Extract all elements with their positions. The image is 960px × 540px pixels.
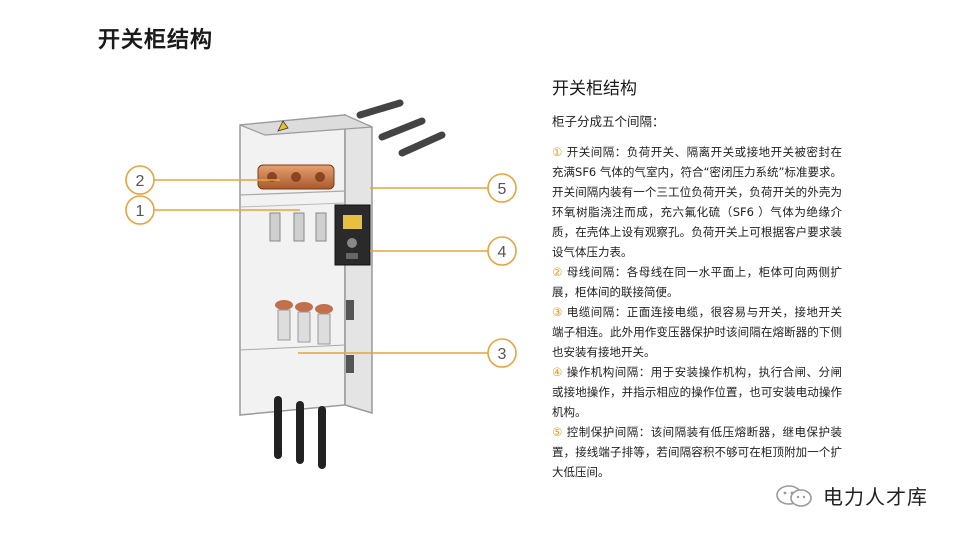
callout-4: 4 [487,236,517,266]
callout-2: 2 [125,165,155,195]
operating-panel [334,204,371,266]
item-text: 操作机构间隔：用于安装操作机构，执行合闸、分闸或接地操作，并指示相应的操作位置，… [552,365,842,419]
callout-1: 1 [125,195,155,225]
callout-5: 5 [487,173,517,203]
item-text: 开关间隔：负荷开关、隔离开关或接地开关被密封在充满SF6 气体的气室内，符合“密… [552,145,842,259]
page-title: 开关柜结构 [98,28,214,53]
item-text: 母线间隔：各母线在同一水平面上，柜体可向两侧扩展，柜体间的联接简便。 [552,265,842,299]
switch-fuses [269,212,333,345]
item-text: 控制保护间隔：该间隔装有低压熔断器，继电保护装置，接线端子排等，若间隔容积不够可… [552,425,842,479]
item-number: ① [552,145,563,159]
callout-number: 3 [498,346,507,363]
watermark-text: 电力人才库 [823,485,928,509]
item-number: ② [552,265,563,279]
top-cable-icons [356,99,446,157]
callout-number: 2 [136,173,145,190]
callout-number: 4 [498,244,507,261]
bottom-cable-icons [274,396,326,469]
item-number: ④ [552,365,563,379]
busbar-compartment [257,164,335,190]
item-number: ③ [552,305,563,319]
callout-number: 1 [136,203,145,220]
item-number: ⑤ [552,425,563,439]
panel-title: 开关柜结构 [552,79,637,99]
watermark: 电力人才库 [775,481,928,510]
item-text: 电缆间隔：正面连接电缆，很容易与开关，接地开关端子相连。此外用作变压器保护时该间… [552,305,842,359]
switchgear-diagram: 2 1 5 4 3 [110,95,540,470]
callout-number: 5 [498,181,507,198]
wechat-icon [776,484,812,507]
callout-3: 3 [487,338,517,368]
panel-intro: 柜子分成五个间隔： [552,114,665,129]
